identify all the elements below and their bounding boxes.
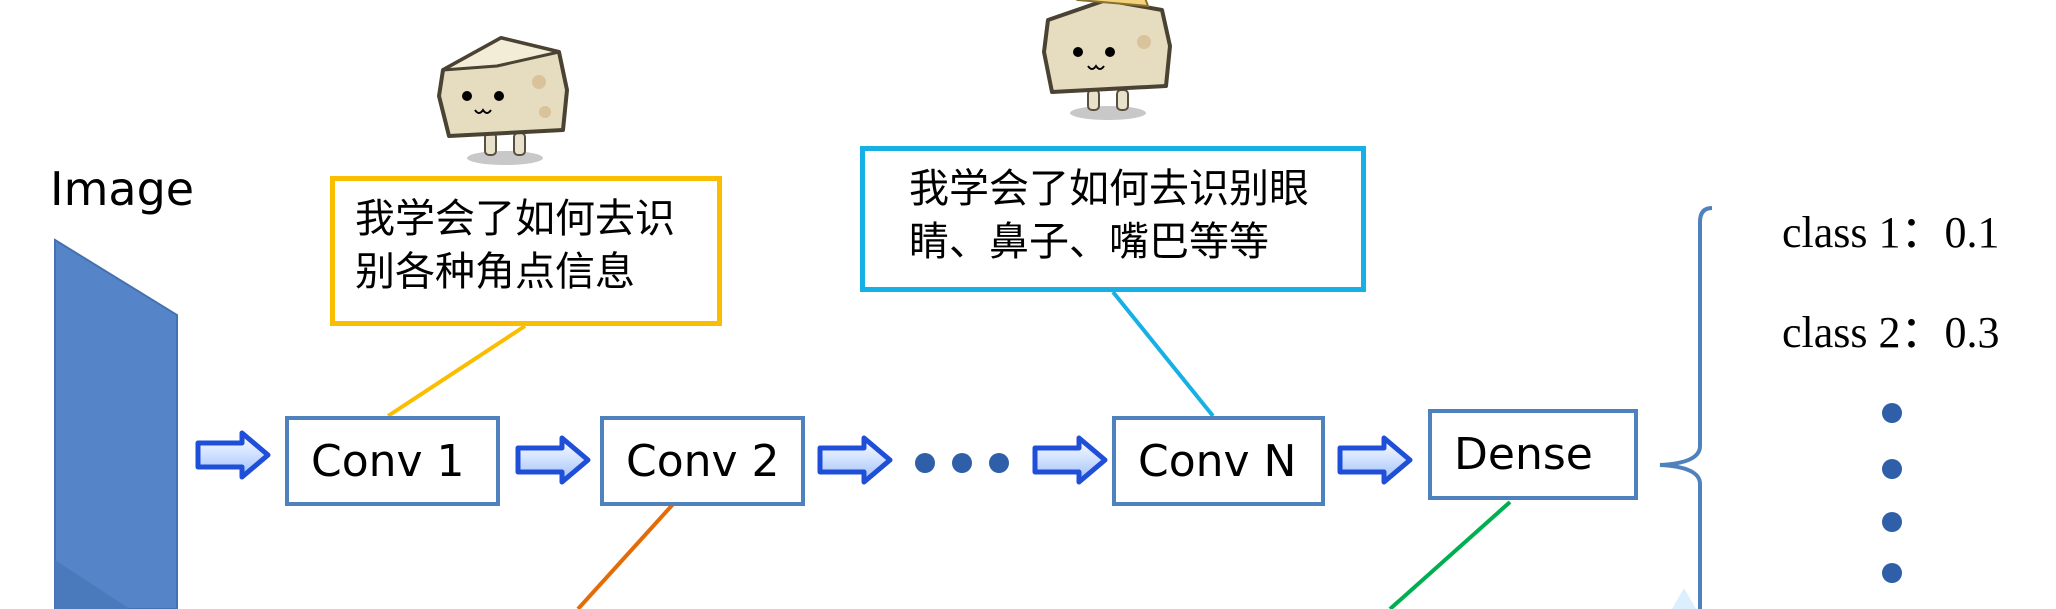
input-image-label: Image: [50, 162, 195, 216]
ellipsis-dot: [952, 453, 972, 473]
class-1-output: class 1：0.1: [1782, 208, 2000, 257]
convn-callout-line: [1111, 290, 1215, 418]
conv1-callout: 我学会了如何去识 别各种角点信息: [330, 176, 722, 326]
conv2-layer-box: Conv 2: [600, 416, 805, 506]
convn-layer-box: Conv N: [1112, 416, 1325, 506]
convn-layer-label: Conv N: [1138, 435, 1297, 487]
arrow-icon: [515, 435, 591, 485]
callout-line: 我学会了如何去识别眼: [909, 166, 1309, 212]
ellipsis-dot: [989, 453, 1009, 473]
dense-layer-label: Dense: [1454, 429, 1593, 480]
conv1-layer-label: Conv 1: [311, 435, 465, 487]
faint-arrow-shape: [1672, 588, 1696, 609]
convn-callout: 我学会了如何去识别眼 睛、鼻子、嘴巴等等: [860, 146, 1366, 292]
output-brace: [1659, 206, 1713, 609]
arrow-icon: [195, 430, 271, 480]
tofu-mascot-icon: [1042, 0, 1172, 120]
arrow-icon: [1032, 435, 1108, 485]
conv2-output-line: [576, 500, 677, 609]
output-dot: [1882, 512, 1902, 532]
input-image-shape: [54, 238, 178, 609]
class-2-output: class 2：0.3: [1782, 308, 2000, 357]
conv2-layer-label: Conv 2: [626, 435, 780, 487]
output-dot: [1882, 563, 1902, 583]
ellipsis-dot: [915, 453, 935, 473]
callout-line: 睛、鼻子、嘴巴等等: [909, 219, 1269, 265]
dense-output-line: [1388, 500, 1512, 609]
dense-layer-box: Dense: [1428, 409, 1638, 500]
callout-line: 别各种角点信息: [355, 249, 635, 295]
arrow-icon: [1337, 435, 1413, 485]
arrow-icon: [817, 435, 893, 485]
output-dot: [1882, 459, 1902, 479]
output-dot: [1882, 403, 1902, 423]
conv1-callout-line: [386, 324, 527, 418]
callout-line: 我学会了如何去识: [355, 196, 675, 242]
conv1-layer-box: Conv 1: [285, 416, 500, 506]
input-image-bottom: [55, 560, 130, 609]
tofu-mascot-icon: [437, 36, 569, 165]
